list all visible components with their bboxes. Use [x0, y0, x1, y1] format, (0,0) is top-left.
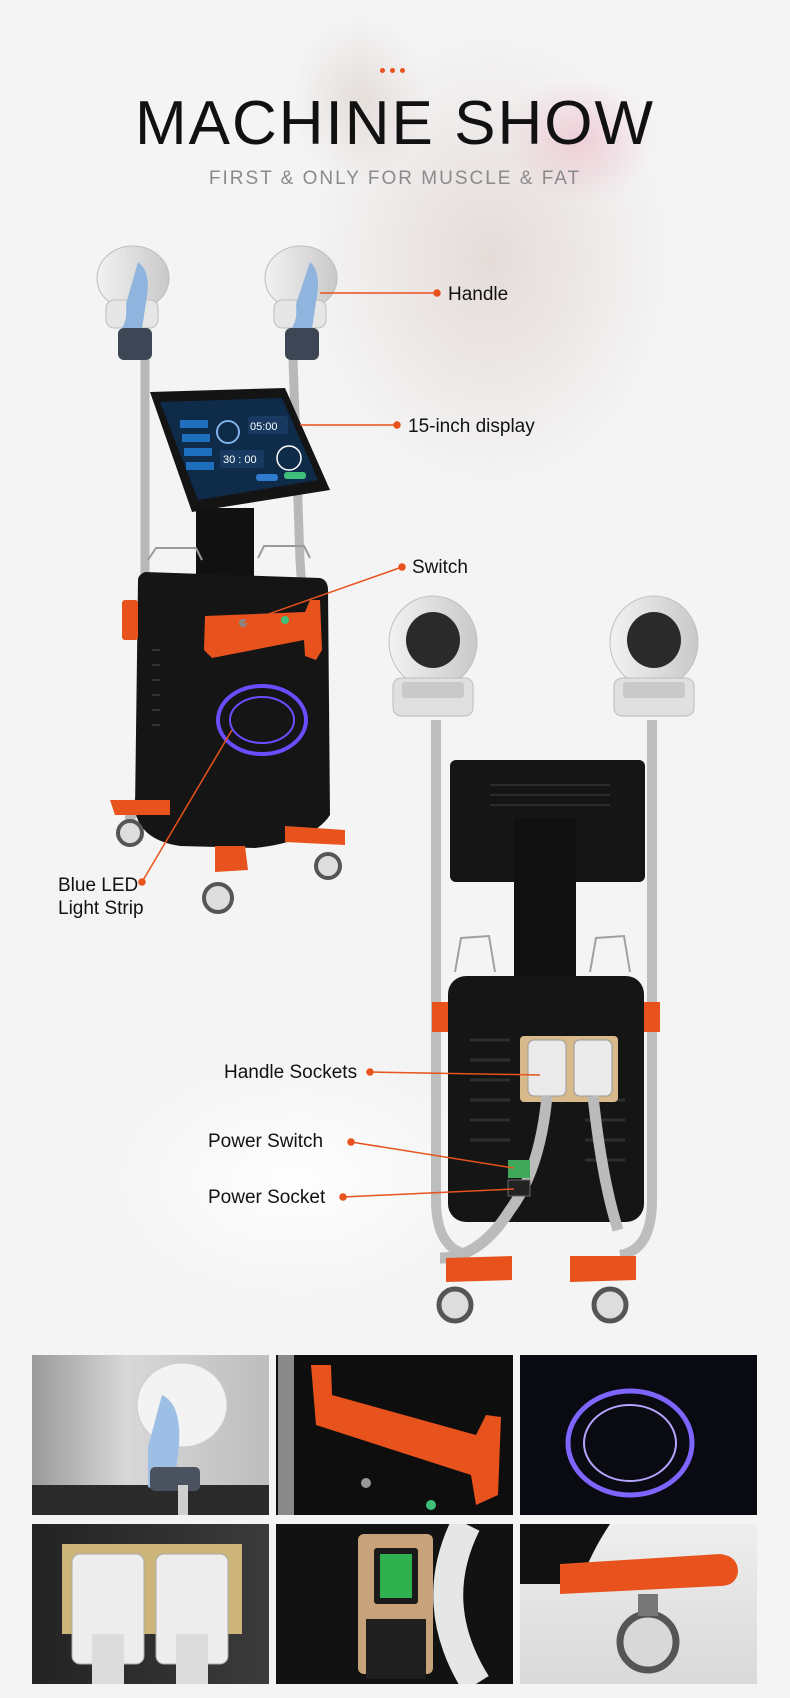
- thumb-handle-closeup: [32, 1355, 269, 1515]
- thumb-orange-bar: [276, 1355, 513, 1515]
- title-dots: [380, 68, 405, 73]
- thumb-power-switch: [276, 1524, 513, 1684]
- front-left-handle: [96, 245, 170, 360]
- callout-power-socket: Power Socket: [208, 1187, 326, 1208]
- front-machine: 05:00 30 : 00: [96, 245, 345, 914]
- background-model-photo: [160, 0, 790, 620]
- callout-power-switch: Power Switch: [208, 1131, 324, 1152]
- callout-handle: Handle: [448, 284, 509, 305]
- display-top-time: 05:00: [250, 421, 278, 433]
- callout-led-line1: Blue LED: [58, 875, 139, 896]
- front-display: 05:00 30 : 00: [150, 388, 330, 512]
- callout-display: 15-inch display: [408, 416, 535, 437]
- thumb-led-ring: [520, 1355, 757, 1515]
- callout-led-line2: Light Strip: [58, 898, 144, 919]
- back-right-pad: [609, 595, 699, 717]
- back-machine: [388, 595, 699, 1324]
- back-left-pad: [388, 595, 478, 717]
- callout-leaders: [138, 289, 541, 1201]
- thumb-handle-sockets: [32, 1524, 269, 1684]
- page-title: MACHINE SHOW: [135, 89, 655, 158]
- display-center-time: 30 : 00: [223, 454, 257, 466]
- callout-switch: Switch: [412, 557, 468, 578]
- page-subtitle: FIRST & ONLY FOR MUSCLE & FAT: [208, 168, 582, 189]
- thumb-caster-wheel: [520, 1524, 757, 1684]
- front-right-handle: [264, 245, 338, 360]
- callout-handle-sockets: Handle Sockets: [224, 1062, 358, 1083]
